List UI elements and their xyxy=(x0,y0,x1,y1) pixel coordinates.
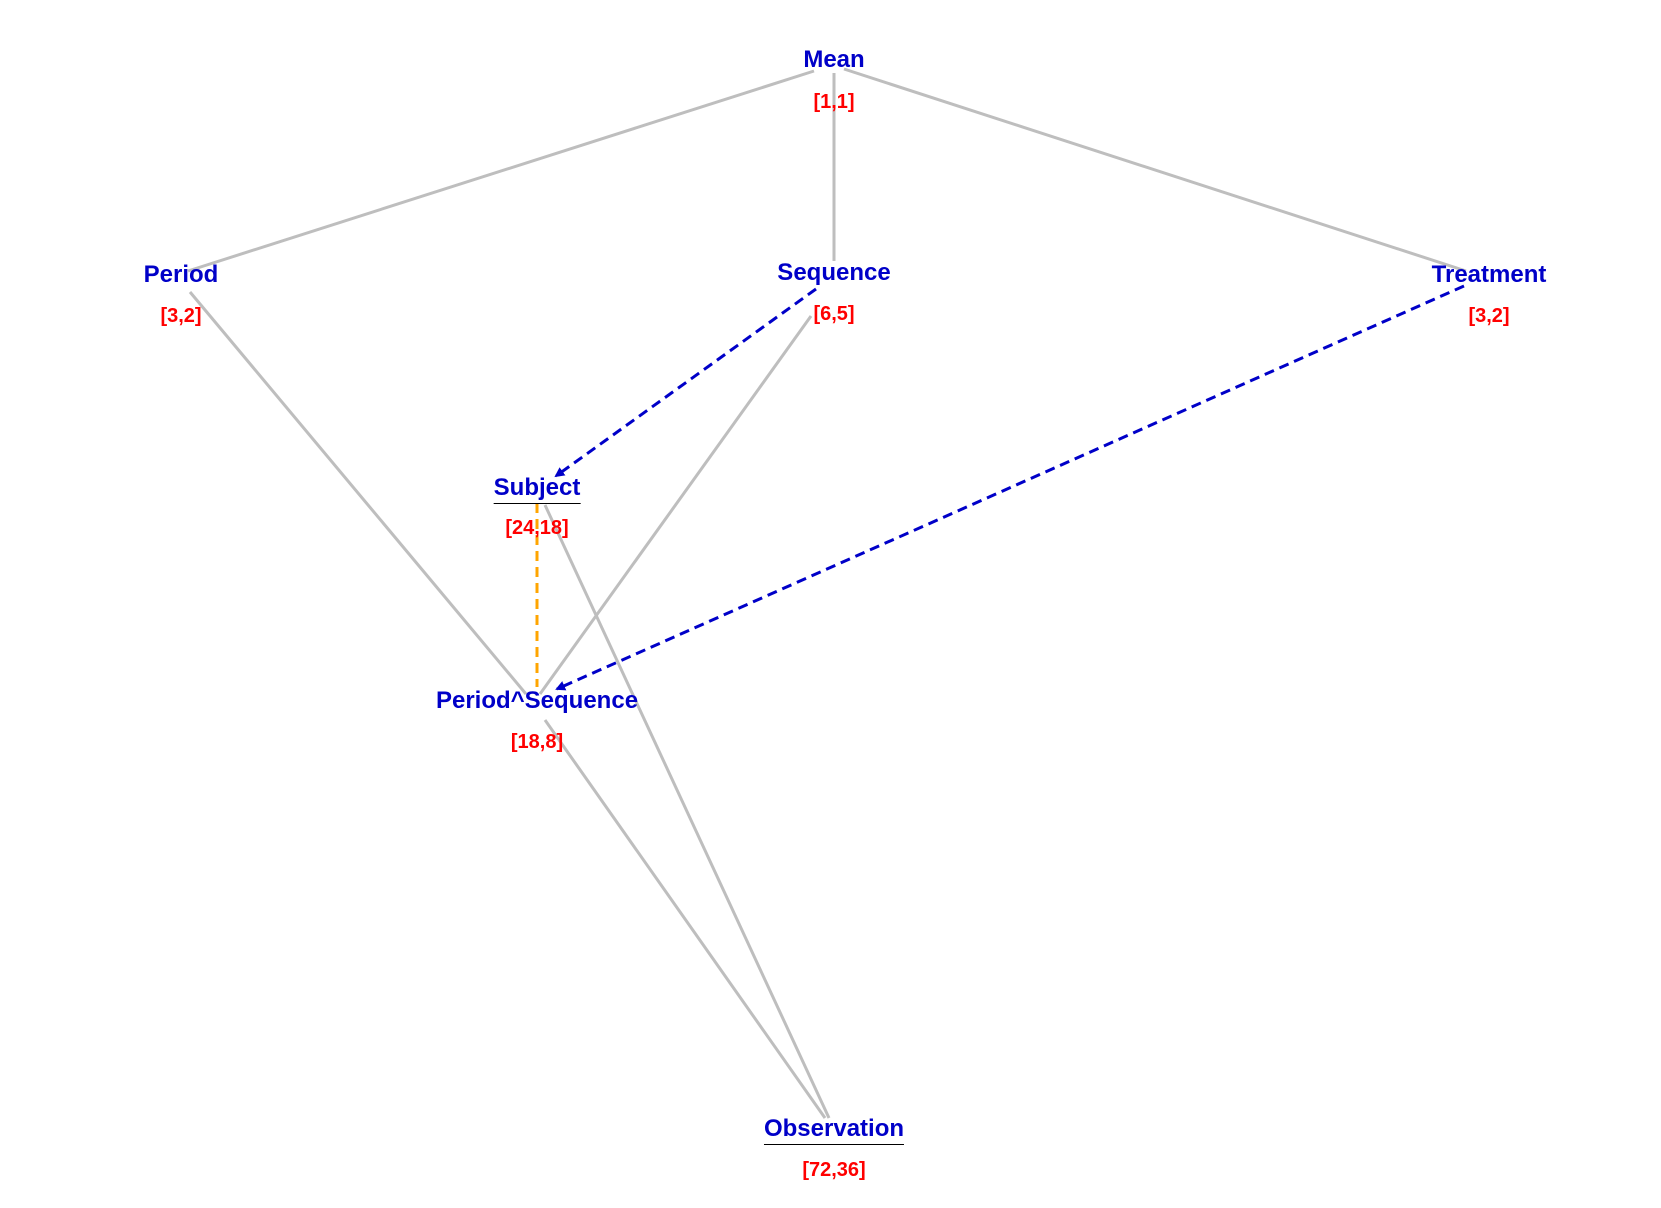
node-mean-df: [1,1] xyxy=(813,91,855,113)
node-subject-df: [24,18] xyxy=(505,517,569,539)
node-sequence-label: Sequence xyxy=(777,259,891,286)
edge-sequence-to-period_sequence xyxy=(538,315,813,695)
edge-mean-to-period xyxy=(187,69,815,273)
edge-mean-to-treatment xyxy=(843,67,1467,273)
node-period-sequence-label: Period^Sequence xyxy=(435,687,639,714)
node-observation-df: [72,36] xyxy=(802,1159,866,1181)
node-sequence-df: [6,5] xyxy=(813,303,855,325)
edge-period-to-period_sequence xyxy=(188,291,528,695)
node-observation-label: Observation xyxy=(763,1115,905,1145)
edge-period_sequence-to-observation xyxy=(543,719,827,1119)
node-treatment-df: [3,2] xyxy=(1468,305,1510,327)
node-period-df: [3,2] xyxy=(160,305,202,327)
node-period-label: Period xyxy=(143,261,219,288)
node-subject-label: Subject xyxy=(493,474,581,504)
edge-treatment-to-period_sequence xyxy=(555,284,1465,691)
node-treatment-label: Treatment xyxy=(1431,261,1547,288)
edge-sequence-to-subject xyxy=(554,287,817,478)
node-mean-label: Mean xyxy=(803,46,865,73)
edge-subject-to-observation xyxy=(543,504,831,1119)
node-period-sequence-df: [18,8] xyxy=(510,731,564,753)
